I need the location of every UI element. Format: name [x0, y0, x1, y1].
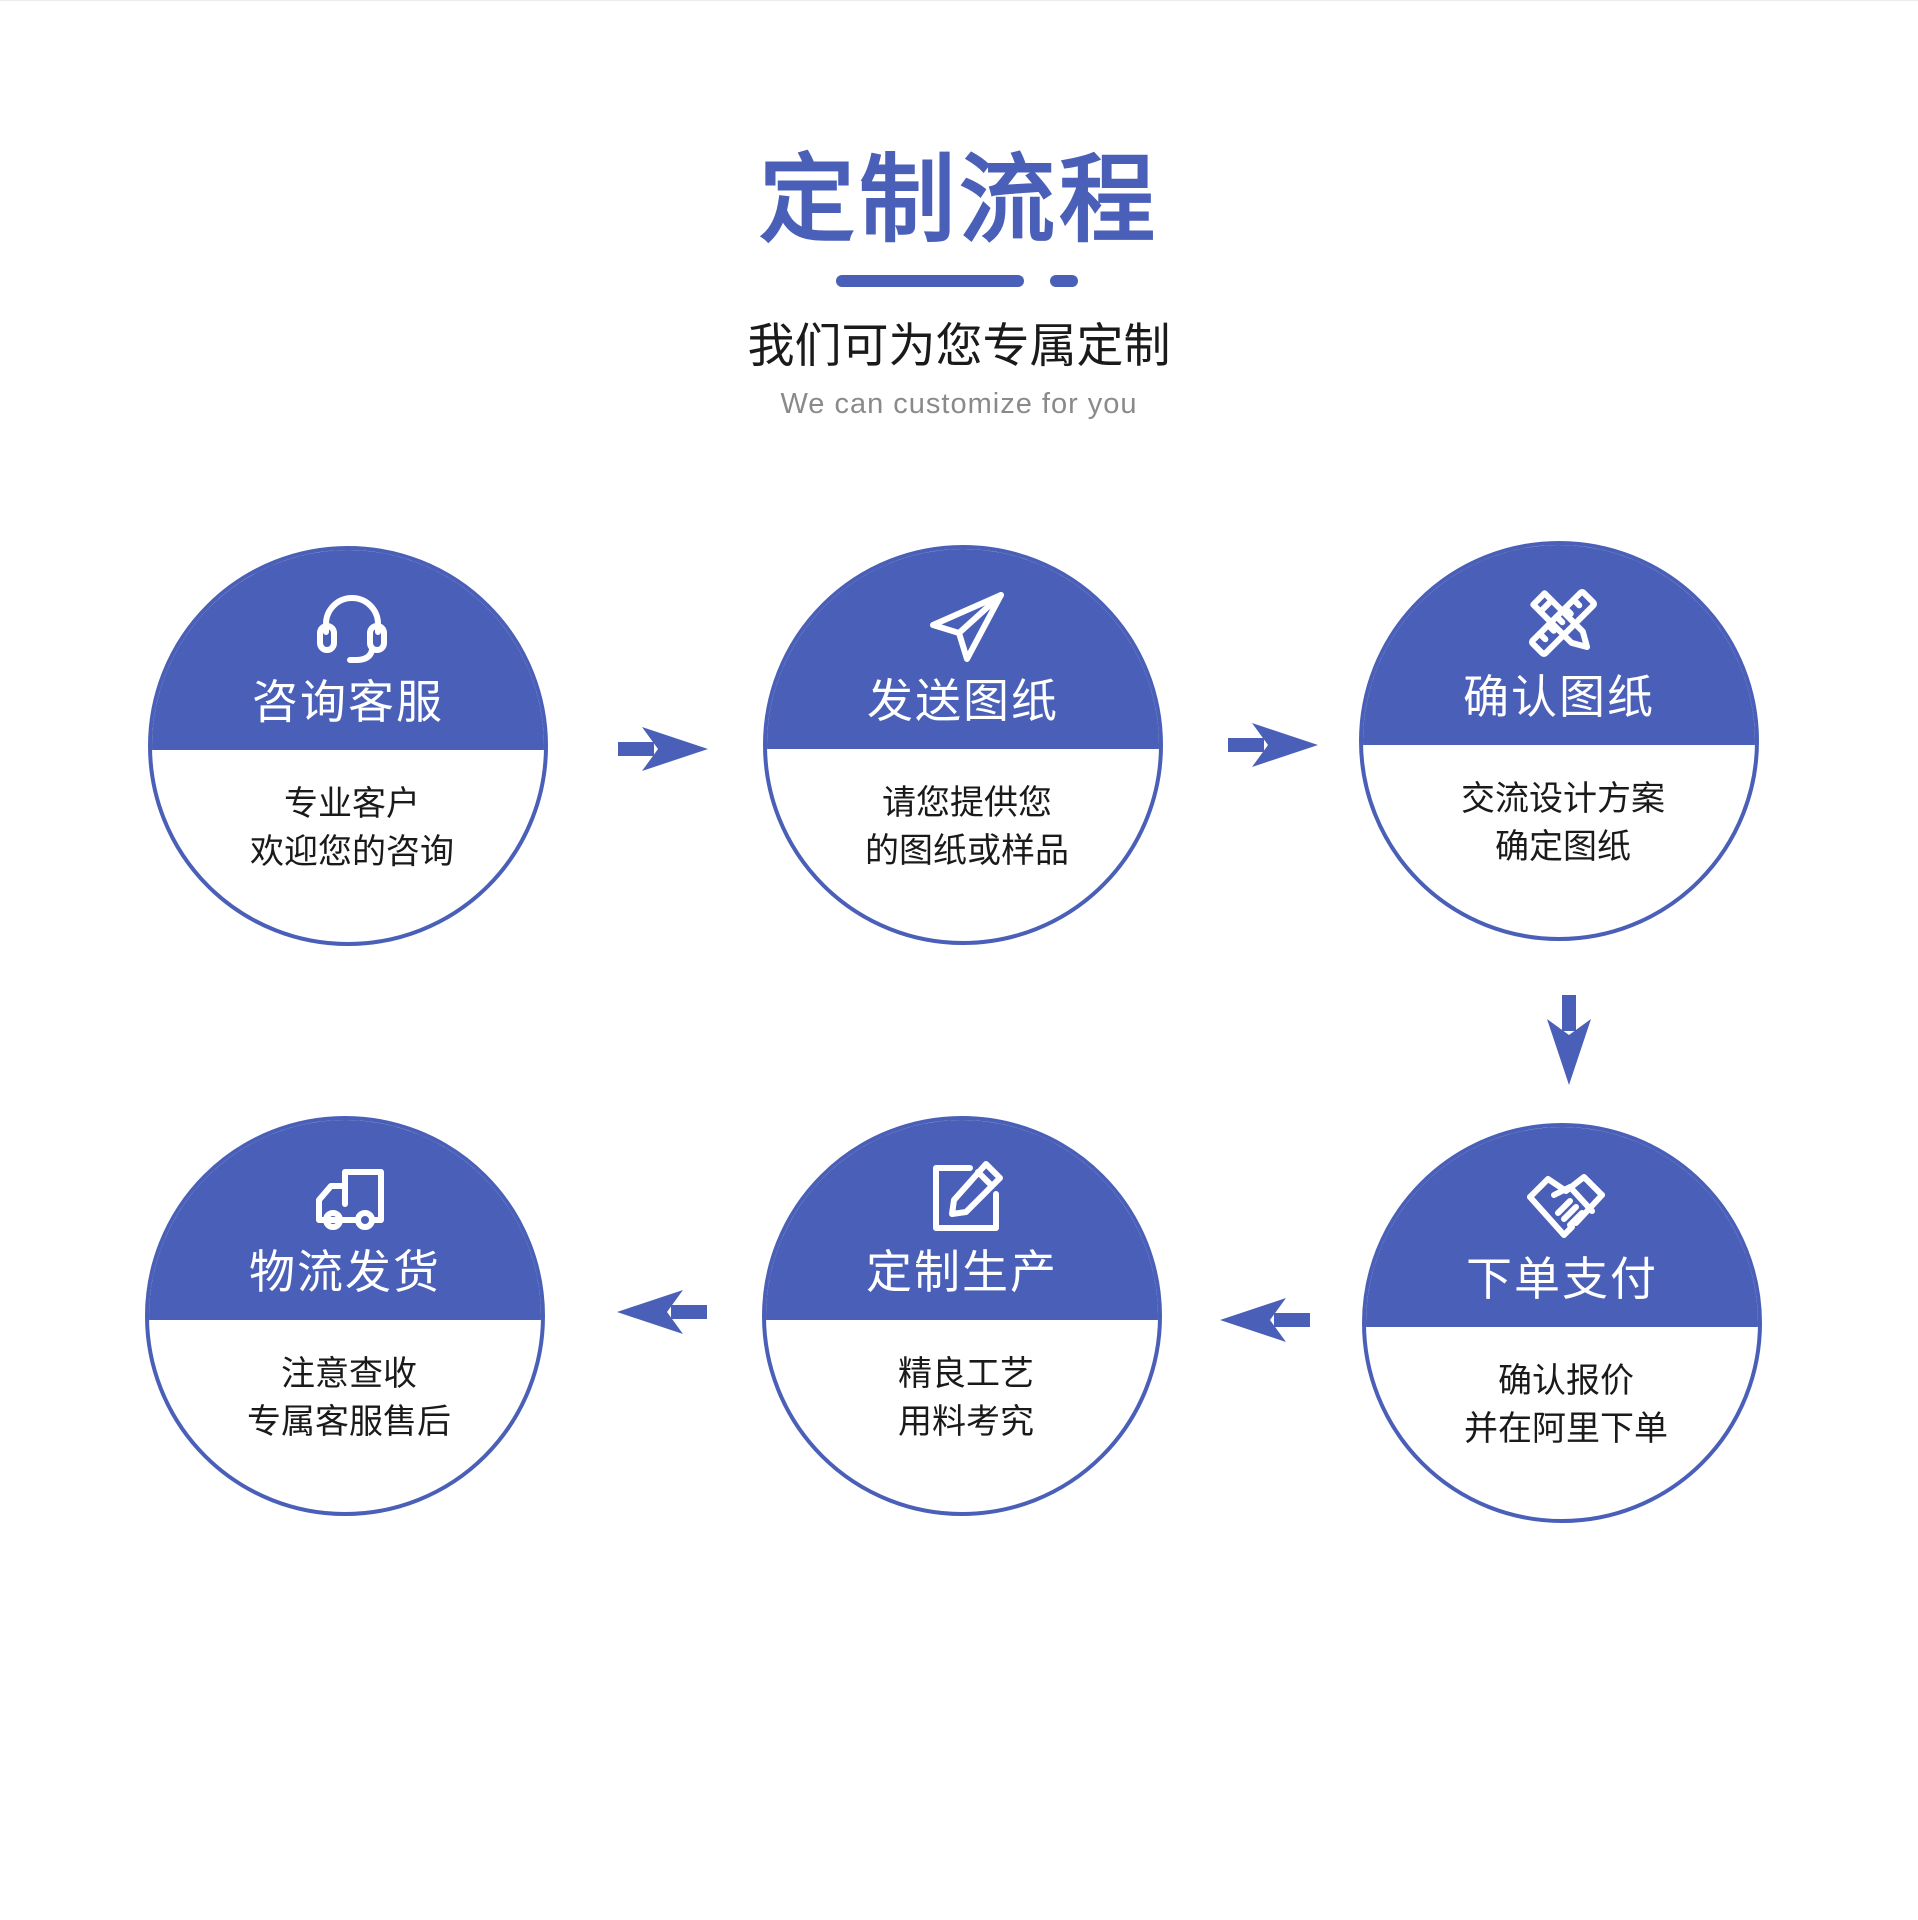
step-desc-line: 并在阿里下单	[1464, 1409, 1668, 1449]
step-consult: 咨询客服 专业客户 欢迎您的咨询	[148, 546, 548, 946]
edit-icon	[933, 1161, 1003, 1231]
step-confirm-drawings: 确认图纸 交流设计方案 确定图纸	[1359, 541, 1759, 941]
step-header	[766, 1120, 1158, 1320]
step-description: 请您提供您 的图纸或样品	[787, 779, 1147, 875]
step-description: 精良工艺 用料考究	[786, 1350, 1146, 1446]
step-desc-line: 交流设计方案	[1461, 779, 1665, 819]
step-header	[1363, 545, 1755, 745]
step-send-drawings: 发送图纸 请您提供您 的图纸或样品	[763, 545, 1163, 945]
step-desc-line: 专业客户	[284, 784, 420, 824]
pencil-ruler-icon	[1529, 589, 1597, 657]
step-description: 注意查收 专属客服售后	[169, 1350, 529, 1446]
step-title: 下单支付	[1466, 1252, 1658, 1306]
step-description: 交流设计方案 确定图纸	[1383, 775, 1743, 871]
step-desc-line: 注意查收	[281, 1354, 417, 1394]
title-underline	[836, 275, 1024, 287]
title-underline-dot	[1050, 275, 1078, 287]
step-desc-line: 专属客服售后	[247, 1402, 451, 1442]
step-title: 定制生产	[866, 1245, 1058, 1299]
flow-arrow-left	[1220, 1298, 1310, 1342]
step-header	[1366, 1127, 1758, 1327]
step-desc-line: 确认报价	[1498, 1361, 1634, 1401]
truck-icon	[316, 1169, 384, 1230]
step-shipping: 物流发货 注意查收 专属客服售后	[145, 1116, 545, 1516]
paper-plane-icon	[930, 592, 1004, 662]
step-title: 咨询客服	[252, 675, 444, 729]
step-desc-line: 精良工艺	[898, 1354, 1034, 1394]
handshake-icon	[1527, 1174, 1605, 1238]
step-header	[152, 550, 544, 750]
step-description: 确认报价 并在阿里下单	[1386, 1357, 1746, 1453]
step-title: 确认图纸	[1463, 670, 1655, 724]
page-title: 定制流程	[759, 144, 1159, 256]
step-title: 发送图纸	[867, 674, 1059, 728]
step-title: 物流发货	[249, 1245, 441, 1299]
step-desc-line: 请您提供您	[882, 783, 1052, 823]
page-subtitle: 我们可为您专属定制	[747, 319, 1171, 374]
page-subtitle-english: We can customize for you	[780, 388, 1138, 420]
headset-icon	[317, 595, 387, 663]
flow-arrow-right	[618, 727, 708, 771]
flow-arrow-down	[1547, 995, 1591, 1085]
step-desc-line: 用料考究	[898, 1402, 1034, 1442]
step-desc-line: 确定图纸	[1495, 827, 1631, 867]
step-description: 专业客户 欢迎您的咨询	[172, 780, 532, 876]
step-production: 定制生产 精良工艺 用料考究	[762, 1116, 1162, 1516]
flow-arrow-left	[617, 1290, 707, 1334]
step-order-payment: 下单支付 确认报价 并在阿里下单	[1362, 1123, 1762, 1523]
top-divider	[0, 0, 1918, 1]
step-desc-line: 欢迎您的咨询	[250, 832, 454, 872]
step-desc-line: 的图纸或样品	[865, 831, 1069, 871]
flow-arrow-right	[1228, 723, 1318, 767]
